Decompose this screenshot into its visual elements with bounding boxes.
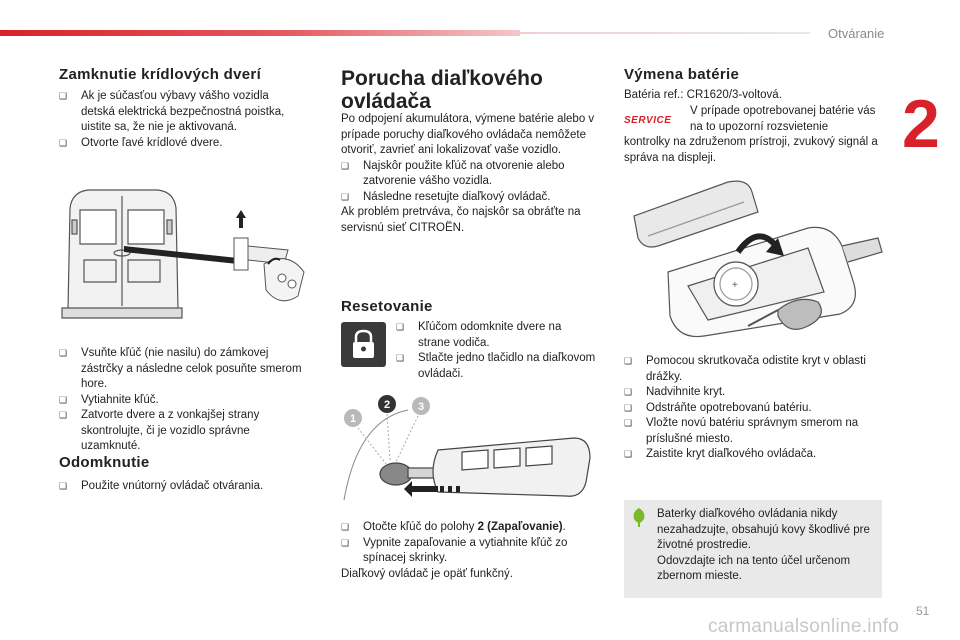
watermark: carmanualsonline.info [708,616,900,637]
list-item: Zatvorte dvere a z vonkajšej strany skon… [59,408,305,455]
van-rear-key-illustration [61,189,305,319]
heading-remote-failure: Porucha diaľkového ovládača [341,67,543,113]
paragraph: Odovzdajte ich na tento účel určenom zbe… [657,554,851,583]
heading-lock-doors: Zamknutie krídlových dverí [59,66,262,83]
remote-battery-illustration: + [633,180,883,338]
list-item: Vytiahnite kľúč. [59,393,305,409]
heading-battery-replacement: Výmena batérie [624,66,740,83]
header-accent-bar [0,30,960,36]
list-item: Zaistite kryt diaľkového ovládača. [624,447,884,463]
chapter-number: 2 [902,86,940,162]
list-item: Kľúčom odomknite dvere na strane vodiča. [396,320,596,351]
insert-key-bullets: Vsuňte kľúč (nie nasilu) do zámkovej zás… [59,346,305,455]
heading-unlock: Odomknutie [59,454,150,471]
list-item: Následne resetujte diaľkový ovládač. [341,190,603,206]
list-item: Vsuňte kľúč (nie nasilu) do zámkovej zás… [59,346,305,393]
service-warning-icon: SERVICE [624,110,682,132]
paragraph: Ak problém pretrváva, čo najskôr sa obrá… [341,206,581,234]
list-item: Otvorte ľavé krídlové dvere. [59,136,299,152]
list-item: Ak je súčasťou výbavy vášho vozidla dets… [59,89,299,136]
paragraph: Po odpojení akumulátora, výmene batérie … [341,113,595,156]
remote-failure-text: Po odpojení akumulátora, výmene batérie … [341,112,603,236]
battery-warning-a: V prípade opotrebovanej batérie vás na t… [690,105,876,133]
section-title: Otváranie [828,26,885,41]
list-item: Odstráňte opotrebovanú batériu. [624,401,884,417]
environment-note-text: Baterky diaľkového ovládania nikdy nezah… [657,507,875,585]
reset-bullets: Kľúčom odomknite dvere na strane vodiča.… [396,320,596,382]
list-item: Vložte novú batériu správnym smerom na p… [624,416,884,447]
list-item: Stlačte jedno tlačidlo na diaľkovom ovlá… [396,351,596,382]
step-label: 2 [384,399,390,411]
battery-steps: Pomocou skrutkovača odistite kryt v obla… [624,354,884,463]
list-item: Pomocou skrutkovača odistite kryt v obla… [624,354,884,385]
step-label: 1 [350,413,356,425]
paragraph: Diaľkový ovládač je opäť funkčný. [341,567,513,580]
unlock-bullets: Použite vnútorný ovládač otvárania. [59,479,299,495]
leaf-icon [633,508,645,527]
heading-reset: Resetovanie [341,298,433,315]
list-item: Najskôr použite kľúč na otvorenie alebo … [341,159,603,190]
svg-text:+: + [732,280,738,291]
list-item: Nadvihnite kryt. [624,385,884,401]
padlock-icon [341,322,386,367]
battery-warning-b: kontrolky na združenom prístroji, zvukov… [624,136,878,164]
paragraph: Baterky diaľkového ovládania nikdy nezah… [657,508,870,551]
list-item: Použite vnútorný ovládač otvárania. [59,479,299,495]
battery-reference: Batéria ref.: CR1620/3-voltová. [624,89,782,101]
step-label: 3 [418,401,424,413]
environment-note-box [624,500,882,598]
page-number: 51 [916,604,930,618]
list-item: Otočte kľúč do polohy 2 (Zapaľovanie). [341,520,603,536]
service-label: SERVICE [624,115,672,126]
list-item: Vypnite zapaľovanie a vytiahnite kľúč zo… [341,536,603,567]
lock-bullets: Ak je súčasťou výbavy vášho vozidla dets… [59,89,299,151]
ignition-text: Otočte kľúč do polohy 2 (Zapaľovanie). V… [341,520,603,582]
ignition-key-positions-illustration: 1 2 3 [343,395,591,501]
